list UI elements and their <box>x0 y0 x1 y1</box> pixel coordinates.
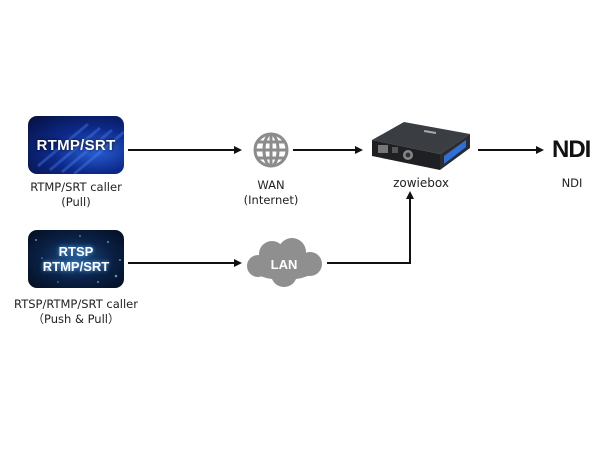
streaks-decoration <box>37 122 124 174</box>
globe-icon <box>253 132 289 168</box>
arrowhead-icon <box>355 146 363 154</box>
zowiebox-device-image <box>372 122 470 170</box>
arrow-wan-to-zowiebox <box>293 149 355 151</box>
rtmp-srt-caller-caption: RTMP/SRT caller (Pull) <box>30 180 122 209</box>
arrowhead-icon <box>234 259 242 267</box>
tile-label-line2: RTMP/SRT <box>42 259 110 274</box>
arrow-lan-to-zowiebox-horizontal <box>327 262 411 264</box>
arrowhead-icon <box>234 146 242 154</box>
ndi-caption: NDI <box>561 176 583 190</box>
zowiebox-caption: zowiebox <box>393 176 449 190</box>
arrow-source2-to-lan <box>128 262 234 264</box>
tile-label: RTMP/SRT <box>36 136 116 154</box>
arrowhead-icon <box>536 146 544 154</box>
ndi-logo: NDI <box>552 136 591 163</box>
cloud-icon: LAN <box>247 238 322 287</box>
arrow-lan-to-zowiebox-vertical <box>409 199 411 264</box>
tile-label-line1: RTSP <box>58 244 94 259</box>
lan-label: LAN <box>271 257 298 272</box>
wan-caption: WAN (Internet) <box>243 178 299 207</box>
rtmp-srt-source-tile: RTMP/SRT <box>28 116 124 174</box>
arrowhead-up-icon <box>406 191 414 199</box>
arrow-zowiebox-to-ndi <box>478 149 536 151</box>
rtsp-rtmp-srt-source-tile: RTSP RTMP/SRT <box>28 230 124 288</box>
rtsp-rtmp-srt-caller-caption: RTSP/RTMP/SRT caller （Push & Pull） <box>14 297 138 326</box>
arrow-source1-to-wan <box>128 149 234 151</box>
particles-decoration <box>35 235 121 283</box>
